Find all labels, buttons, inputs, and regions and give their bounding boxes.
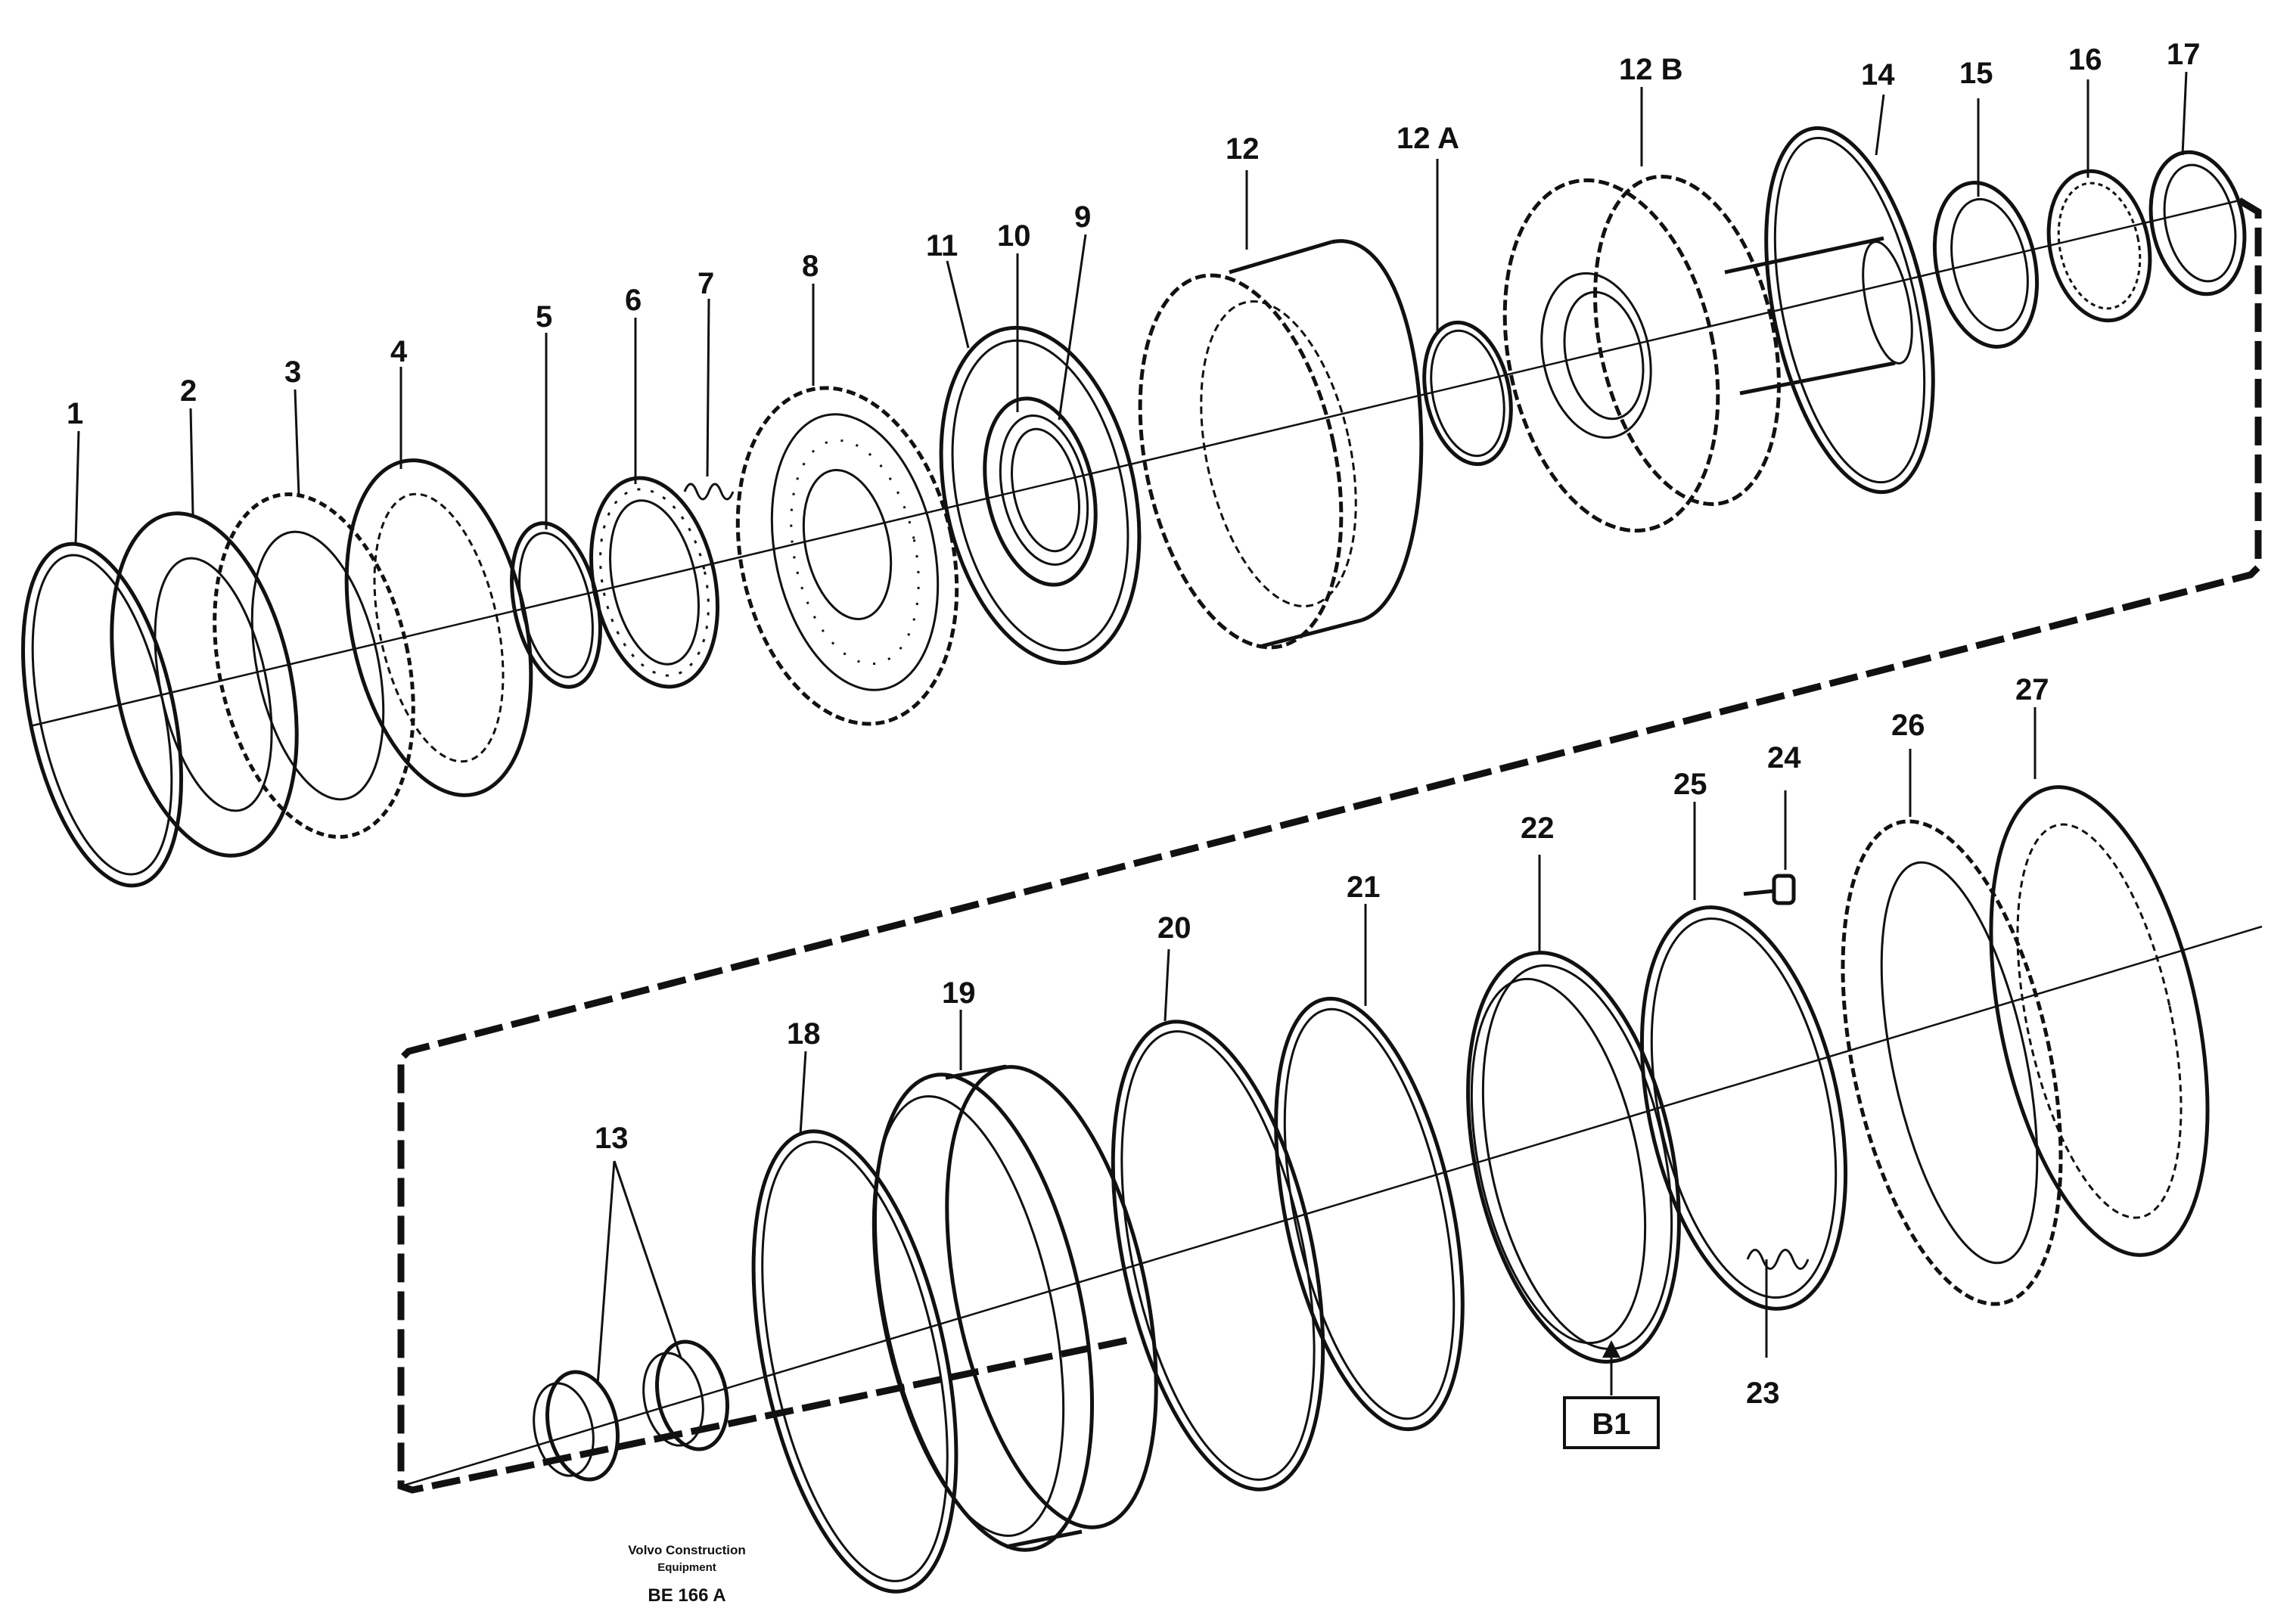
label-part-13: 13 — [595, 1122, 629, 1155]
part-15-ring — [1932, 181, 2040, 349]
part-4-inner-toothed-plate — [344, 458, 533, 797]
label-part-27: 27 — [2015, 673, 2049, 706]
leader-lines — [74, 71, 2188, 1395]
part-16-bearing — [2046, 169, 2152, 323]
footer-maker-line2: Equipment — [657, 1561, 716, 1574]
part-9-seal — [999, 414, 1089, 566]
label-part-10: 10 — [997, 219, 1031, 253]
label-part-14: 14 — [1861, 58, 1895, 92]
label-part-19: 19 — [942, 976, 976, 1010]
part-8-gear-hub — [735, 386, 959, 726]
part-10-seal — [983, 396, 1098, 587]
part-23-spring — [1746, 1249, 1810, 1270]
lower-axis-line — [400, 925, 2263, 1488]
part-13-bushings — [533, 1339, 729, 1482]
part-17-seal — [2148, 150, 2247, 296]
label-part-5: 5 — [536, 300, 552, 334]
label-part-12b: 12 B — [1619, 53, 1683, 86]
label-part-2: 2 — [180, 374, 197, 408]
label-part-22: 22 — [1521, 812, 1555, 845]
label-part-11: 11 — [926, 229, 958, 262]
part-19-housing — [871, 1064, 1158, 1552]
label-part-4: 4 — [390, 335, 408, 368]
label-part-8: 8 — [802, 250, 819, 283]
label-part-25: 25 — [1673, 768, 1707, 801]
label-part-18: 18 — [787, 1017, 821, 1051]
upper-axis-line — [30, 199, 2240, 728]
label-part-12: 12 — [1226, 132, 1260, 166]
callout-b1-label: B1 — [1592, 1408, 1630, 1441]
label-part-20: 20 — [1157, 911, 1191, 945]
label-part-26: 26 — [1891, 709, 1925, 742]
label-part-1: 1 — [67, 397, 83, 430]
part-11-piston-disc — [939, 325, 1142, 666]
part-12a-ring — [1422, 320, 1513, 467]
part-25-spring-plate — [1639, 905, 1848, 1311]
part-1-snap-ring — [20, 542, 184, 888]
callout-b1: B1 — [1563, 1396, 1660, 1449]
label-part-16: 16 — [2068, 43, 2102, 76]
label-part-7: 7 — [697, 267, 714, 300]
part-6-perforated-ring — [589, 476, 719, 689]
part-12b-gear-shaft — [1502, 174, 1913, 533]
part-3-toothed-disc — [213, 492, 415, 839]
footer-drawing-code: BE 166 A — [648, 1585, 725, 1606]
label-part-6: 6 — [625, 284, 642, 317]
label-part-24: 24 — [1767, 741, 1801, 775]
label-part-23: 23 — [1746, 1377, 1780, 1410]
part-21-o-ring — [1274, 996, 1465, 1432]
label-part-17: 17 — [2167, 38, 2201, 71]
part-20-o-ring — [1111, 1020, 1325, 1492]
label-part-9: 9 — [1074, 200, 1091, 234]
part-14-snap-ring — [1764, 126, 1935, 495]
part-2-disc — [110, 511, 299, 858]
connector-frame — [397, 197, 2262, 1494]
label-part-12a: 12 A — [1397, 122, 1459, 155]
label-part-21: 21 — [1347, 871, 1381, 904]
part-26-toothed-disc — [1841, 819, 2063, 1306]
part-24-bolt — [1743, 874, 1796, 905]
footer-maker-line1: Volvo Construction — [628, 1543, 746, 1557]
part-7-spring — [683, 483, 735, 501]
part-18-snap-ring — [751, 1129, 958, 1594]
part-12-drum — [1138, 239, 1424, 650]
part-22-piston — [1466, 951, 1681, 1364]
label-part-15: 15 — [1959, 57, 1993, 90]
label-part-3: 3 — [284, 355, 301, 389]
part-27-inner-toothed-plate — [1989, 785, 2210, 1257]
